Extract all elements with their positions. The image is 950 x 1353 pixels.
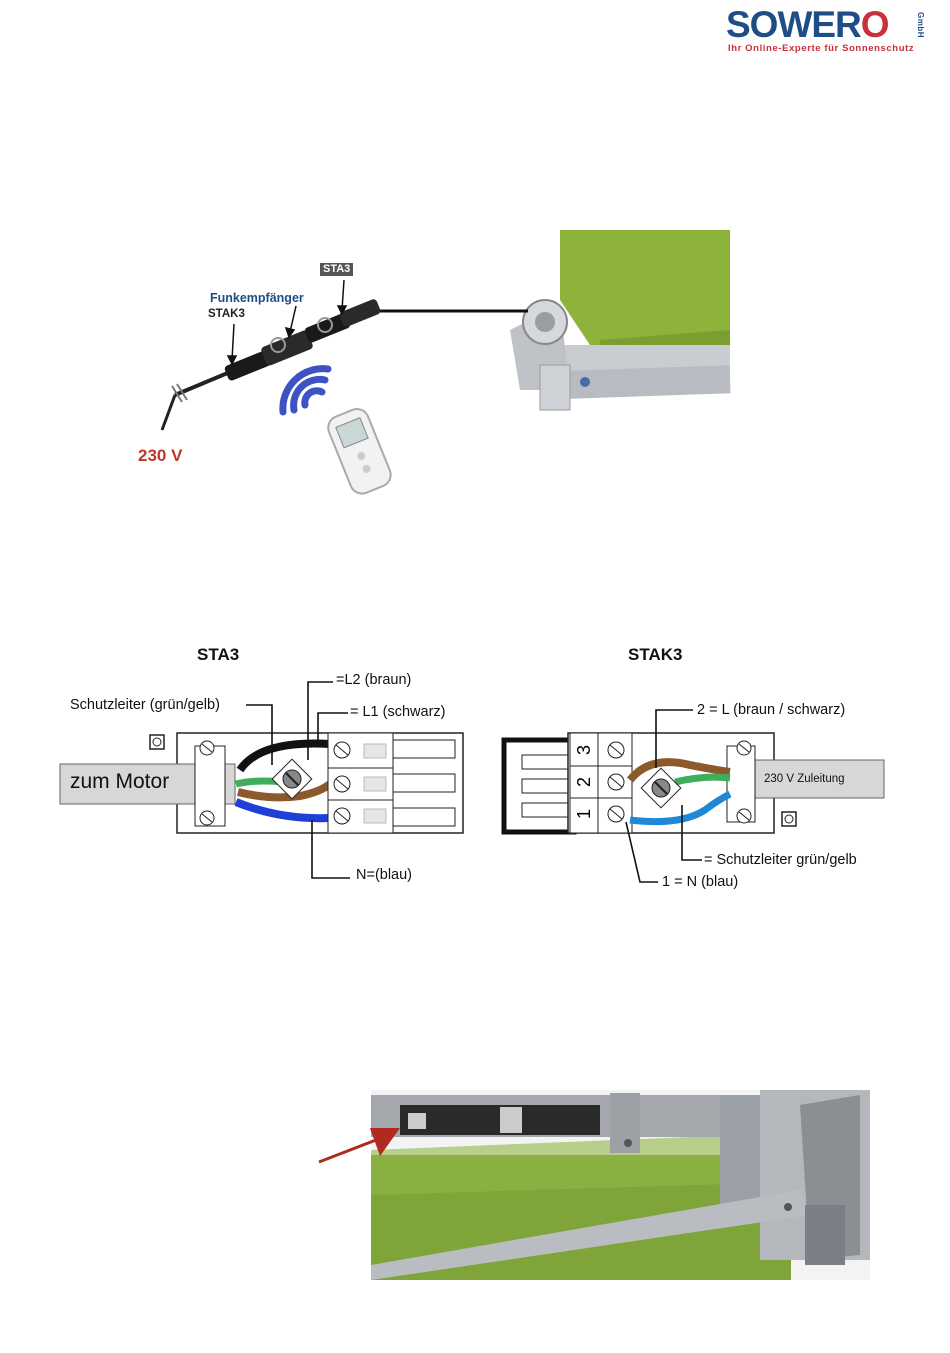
- radio-waves-icon: [283, 369, 328, 412]
- sta3-l1-label: = L1 (schwarz): [350, 704, 446, 720]
- stak3-protective-label: = Schutzleiter grün/gelb: [704, 852, 857, 868]
- voltage-label: 230 V: [138, 446, 182, 466]
- stak3-terminal-2: 2: [574, 777, 594, 787]
- sta3-n-label: N=(blau): [356, 867, 412, 883]
- sta3-terminal-block: [328, 733, 455, 833]
- stak3-terminal-1: 1: [574, 809, 594, 819]
- remote-control-icon: [325, 405, 395, 497]
- sta3-label: STA3: [320, 263, 353, 276]
- stak3-n-label: 1 = N (blau): [662, 874, 738, 890]
- sta3-l2-label: =L2 (braun): [336, 672, 411, 688]
- sta3-motor-label: zum Motor: [70, 770, 169, 794]
- stak3-terminal-3: 3: [574, 745, 594, 755]
- stak3-l-label: 2 = L (braun / schwarz): [697, 702, 845, 718]
- sta3-protective-label: Schutzleiter (grün/gelb): [70, 697, 220, 713]
- red-arrow-icon: [314, 1120, 404, 1170]
- receiver-label: Funkempfänger: [210, 291, 304, 305]
- stak3-label: STAK3: [208, 308, 245, 320]
- awning-photo: [510, 230, 731, 410]
- installed-motor-photo: [300, 1085, 880, 1285]
- stak3-supply-label: 230 V Zuleitung: [764, 773, 845, 785]
- connector-chain: [162, 298, 382, 430]
- overview-illustration: [0, 0, 950, 520]
